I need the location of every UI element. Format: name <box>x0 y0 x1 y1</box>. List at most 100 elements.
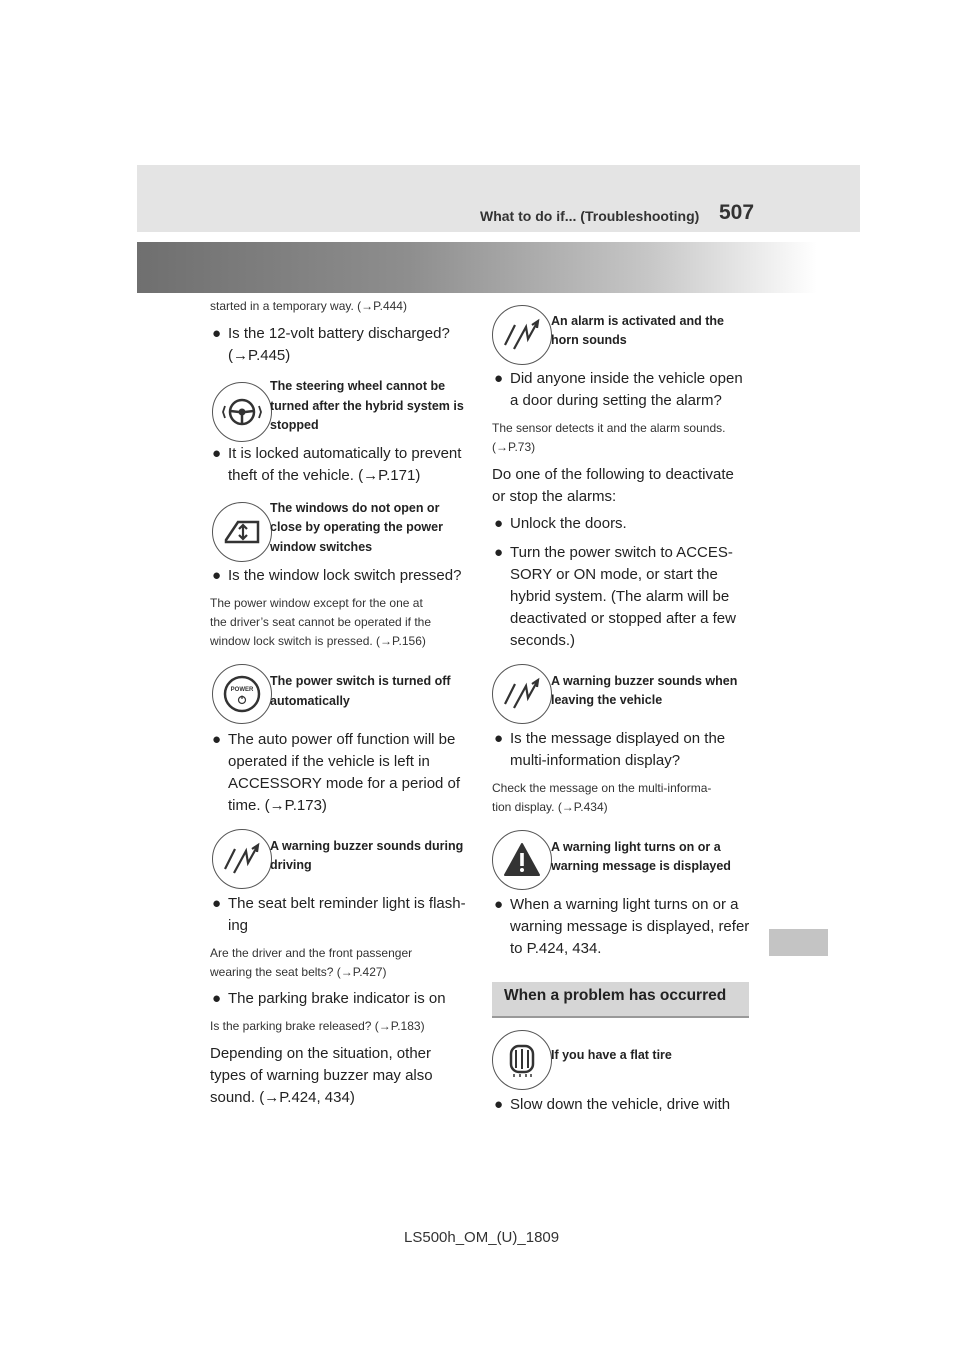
bullet-dot: ● <box>494 730 504 747</box>
heading-windows-2: close by operating the power <box>270 520 443 534</box>
heading-steering-3: stopped <box>270 418 319 432</box>
buzzer-driving-icon <box>212 829 272 889</box>
note-window-1: The power window except for the one at <box>210 596 423 610</box>
heading-light-1: A warning light turns on or a <box>551 840 721 854</box>
bullet-dot: ● <box>494 370 504 387</box>
text-depending-3: sound. (→P.424, 434) <box>210 1089 355 1106</box>
text-depending-2: types of warning buzzer may also <box>210 1067 433 1084</box>
bullet-text: Is the message displayed on the <box>510 730 726 747</box>
steering-wheel-icon <box>222 398 262 426</box>
bullet-text: When a warning light turns on or a <box>510 896 739 913</box>
bullet-battery-line2: (→P.445) <box>228 347 291 364</box>
note-window-2: the driver’s seat cannot be operated if … <box>210 615 432 629</box>
bullet-seatbelt: ● The seat belt reminder light is flash- <box>212 893 466 915</box>
bullet-auto-off-line3: ACCESSORY mode for a period of <box>228 775 461 792</box>
heading-buzzer-2: driving <box>270 858 312 872</box>
bullet-dot: ● <box>494 515 504 532</box>
bullet-dot: ● <box>212 567 222 584</box>
bullet-unlock: ● Unlock the doors. <box>494 513 627 535</box>
buzzer-leaving-icon <box>492 664 552 724</box>
buzzer-icon <box>504 677 540 709</box>
bullet-dot: ● <box>494 544 504 561</box>
heading-leaving-1: A warning buzzer sounds when <box>551 674 738 688</box>
bullet-auto-off: ●The auto power off function will be <box>212 729 455 751</box>
heading-alarm-2: horn sounds <box>551 333 627 347</box>
heading-steering-1: The steering wheel cannot be <box>270 379 446 393</box>
note-seatbelt-1: Are the driver and the front passenger <box>210 946 413 960</box>
chapter-gradient-bar <box>137 242 817 293</box>
warning-triangle-icon <box>504 843 540 876</box>
bullet-text: Slow down the vehicle, drive with <box>510 1096 731 1113</box>
text-do-one-1: Do one of the following to deactivate <box>492 466 734 483</box>
bullet-light: ● When a warning light turns on or a <box>494 894 739 916</box>
bullet-dot: ● <box>494 896 504 913</box>
bullet-text: Unlock the doors. <box>510 515 627 532</box>
heading-windows-3: window switches <box>270 540 373 554</box>
heading-alarm-1: An alarm is activated and the <box>551 314 724 328</box>
bullet-turn-power: ● Turn the power switch to ACCES- <box>494 542 733 564</box>
bullet-text: The seat belt reminder light is flash- <box>228 895 466 912</box>
bullet-seatbelt-line2: ing <box>228 917 249 934</box>
section-heading-box <box>492 982 749 1018</box>
bullet-message-line2: multi-information display? <box>510 752 681 769</box>
bullet-message: ● Is the message displayed on the <box>494 728 726 750</box>
alarm-icon <box>492 305 552 365</box>
bullet-locked-line2: theft of the vehicle. (→P.171) <box>228 467 421 484</box>
bullet-door: ● Did anyone inside the vehicle open <box>494 368 743 390</box>
bullet-auto-off-line4: time. (→P.173) <box>228 797 327 814</box>
bullet-dot: ● <box>212 445 222 462</box>
bullet-dot: ● <box>212 990 222 1007</box>
note-sensor-1: The sensor detects it and the alarm soun… <box>492 421 726 435</box>
bullet-dot: ● <box>494 1096 504 1113</box>
bullet-text: The parking brake indicator is on <box>228 990 446 1007</box>
header-band <box>137 165 860 232</box>
bullet-text: Did anyone inside the vehicle open <box>510 370 743 387</box>
heading-power-1: The power switch is turned off <box>270 674 451 688</box>
heading-leaving-2: leaving the vehicle <box>551 693 663 707</box>
bullet-turn-power-line5: seconds.) <box>510 632 576 649</box>
bullet-text: Is the window lock switch pressed? <box>228 567 462 584</box>
section-heading: When a problem has occurred <box>504 987 727 1004</box>
bullet-parking: ● The parking brake indicator is on <box>212 988 446 1010</box>
heading-flat-tire: If you have a flat tire <box>551 1048 672 1062</box>
heading-light-2: warning message is displayed <box>551 859 731 873</box>
power-window-icon <box>224 520 260 544</box>
note-window-3: window lock switch is pressed. (→P.156) <box>210 634 426 648</box>
note-check-2: tion display. (→P.434) <box>492 800 608 814</box>
heading-windows-1: The windows do not open or <box>270 501 440 515</box>
text-do-one-2: or stop the alarms: <box>492 488 617 505</box>
bullet-turn-power-line2: SORY or ON mode, or start the <box>510 566 718 583</box>
warning-light-icon <box>492 830 552 890</box>
tire-icon <box>509 1044 535 1077</box>
power-switch-icon: POWER <box>212 664 272 724</box>
buzzer-icon <box>504 318 540 350</box>
bullet-slow-down: ● Slow down the vehicle, drive with <box>494 1094 731 1116</box>
note-sensor-2: (→P.73) <box>492 440 536 454</box>
power-button-icon: POWER <box>223 675 261 713</box>
buzzer-icon <box>224 842 260 874</box>
bullet-dot: ● <box>212 895 222 912</box>
heading-buzzer-1: A warning buzzer sounds during <box>270 839 464 853</box>
header-title: What to do if... (Troubleshooting) <box>480 208 700 224</box>
text-started: started in a temporary way. (→P.444) <box>210 299 407 313</box>
bullet-battery: ●Is the 12-volt battery discharged? <box>212 323 450 345</box>
bullet-auto-off-line2: operated if the vehicle is left in <box>228 753 430 770</box>
bullet-door-line2: a door during setting the alarm? <box>510 392 722 409</box>
bullet-text: Is the 12-volt battery discharged? <box>228 325 450 342</box>
bullet-window-lock: ● Is the window lock switch pressed? <box>212 565 462 587</box>
chapter-side-tab <box>769 929 828 956</box>
note-seatbelt-2: wearing the seat belts? (→P.427) <box>210 965 387 979</box>
flat-tire-icon <box>492 1030 552 1090</box>
heading-power-2: automatically <box>270 694 350 708</box>
page-number: 507 <box>719 201 755 224</box>
bullet-text: Turn the power switch to ACCES- <box>510 544 733 561</box>
heading-steering-2: turned after the hybrid system is <box>270 399 464 413</box>
note-parking: Is the parking brake released? (→P.183) <box>210 1019 425 1033</box>
bullet-turn-power-line4: deactivated or stopped after a few <box>510 610 736 627</box>
window-switch-icon <box>212 502 272 562</box>
power-icon-label: POWER <box>231 687 254 693</box>
bullet-light-line2: warning message is displayed, refer <box>510 918 750 935</box>
bullet-turn-power-line3: hybrid system. (The alarm will be <box>510 588 730 605</box>
text-depending-1: Depending on the situation, other <box>210 1045 431 1062</box>
footer-manual-code: LS500h_OM_(U)_1809 <box>404 1229 560 1246</box>
